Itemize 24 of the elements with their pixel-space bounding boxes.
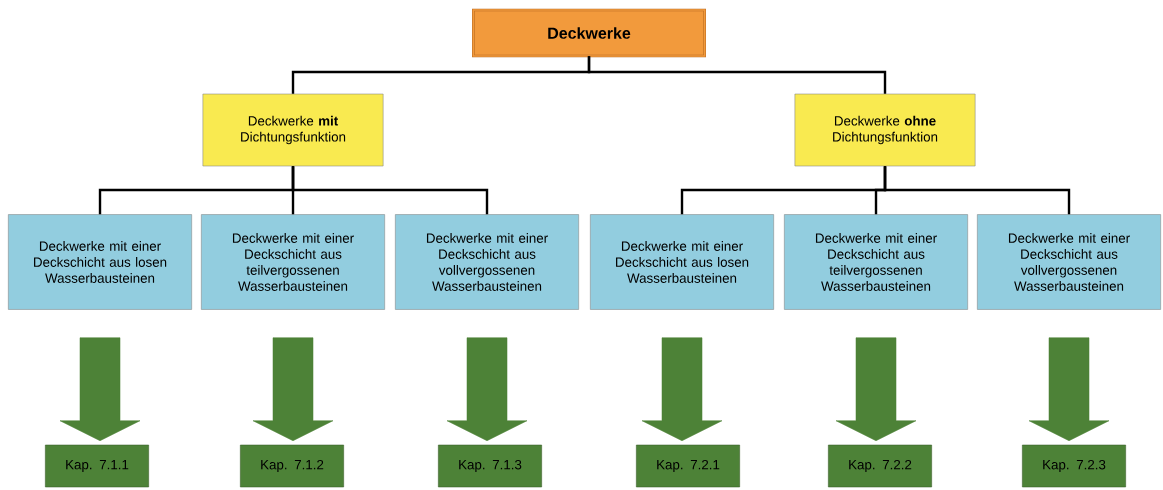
root-box: Deckwerke xyxy=(472,8,706,58)
category-box: Deckwerke mit einer Deckschicht aus teilvergossenen Wasserbausteinen xyxy=(784,214,968,310)
category-box: Deckwerke mit einer Deckschicht aus losen Wasserbausteinen xyxy=(590,214,774,310)
category-box: Deckwerke mit Dichtungsfunktion xyxy=(202,93,384,167)
chapter-box: Kap. 7.1.1 xyxy=(45,444,149,488)
category-box: Deckwerke ohne Dichtungsfunktion xyxy=(794,93,976,167)
block-arrow xyxy=(835,337,917,441)
chapter-box: Kap. 7.2.3 xyxy=(1022,444,1126,488)
connector-line xyxy=(587,56,887,94)
chapter-box: Kap. 7.1.2 xyxy=(240,444,344,488)
category-box: Deckwerke mit einer Deckschicht aus losen Wasserbausteinen xyxy=(8,214,192,310)
chapter-box: Kap. 7.1.3 xyxy=(438,444,542,488)
block-arrow xyxy=(446,337,528,441)
connector-line xyxy=(291,166,489,215)
category-box: Deckwerke mit einer Deckschicht aus vollvergossenen Wasserbausteinen xyxy=(977,214,1161,310)
category-box: Deckwerke mit einer Deckschicht aus vollvergossenen Wasserbausteinen xyxy=(395,214,579,310)
block-arrow xyxy=(641,337,723,441)
block-arrow xyxy=(252,337,334,441)
category-box: Deckwerke mit einer Deckschicht aus teilvergossenen Wasserbausteinen xyxy=(201,214,385,310)
chapter-box: Kap. 7.2.2 xyxy=(828,444,932,488)
chapter-box: Kap. 7.2.1 xyxy=(636,444,740,488)
block-arrow xyxy=(59,337,141,441)
block-arrow xyxy=(1028,337,1110,441)
connector-line xyxy=(883,166,1071,215)
